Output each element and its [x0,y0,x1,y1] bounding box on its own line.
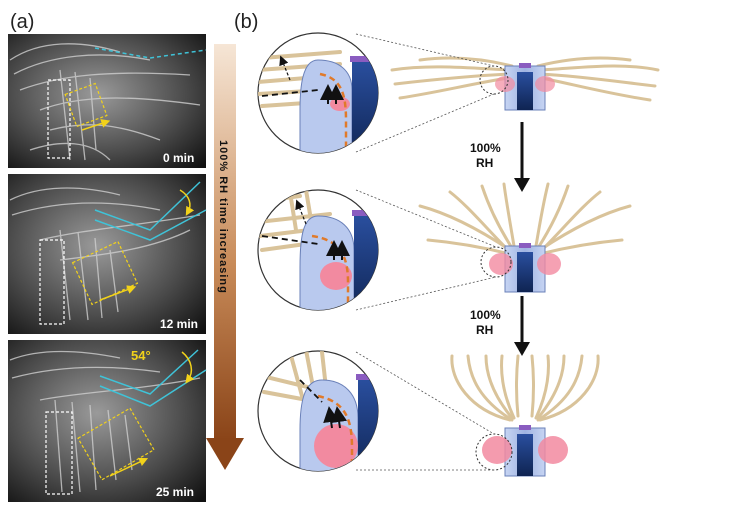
sem-frame-2 [8,174,207,334]
zoom-circle-3 [257,350,379,472]
zoom-circle-2 [257,189,379,311]
step-2-line1: 100% [470,308,501,322]
frame-1-time: 0 min [163,151,194,165]
stage-1 [355,33,660,153]
sem-frame-1 [8,34,207,168]
panel-b-label: (b) [234,11,258,33]
frame-3-time: 25 min [156,485,194,499]
stage-2 [355,182,632,311]
zoom-circle-1 [257,32,379,154]
step-arrow-2 [514,296,530,356]
panel-a-label: (a) [10,11,34,33]
frame-3-angle: 54° [131,348,151,363]
step-2-line2: RH [476,323,493,337]
frame-2-time: 12 min [160,317,198,331]
stage-3 [355,351,600,477]
step-1-line2: RH [476,156,493,170]
time-arrow-text: 100% RH time increasing [217,140,229,294]
step-1-line1: 100% [470,141,501,155]
time-arrow [206,44,244,470]
sem-frame-3 [8,340,207,502]
step-arrow-1 [514,122,530,192]
